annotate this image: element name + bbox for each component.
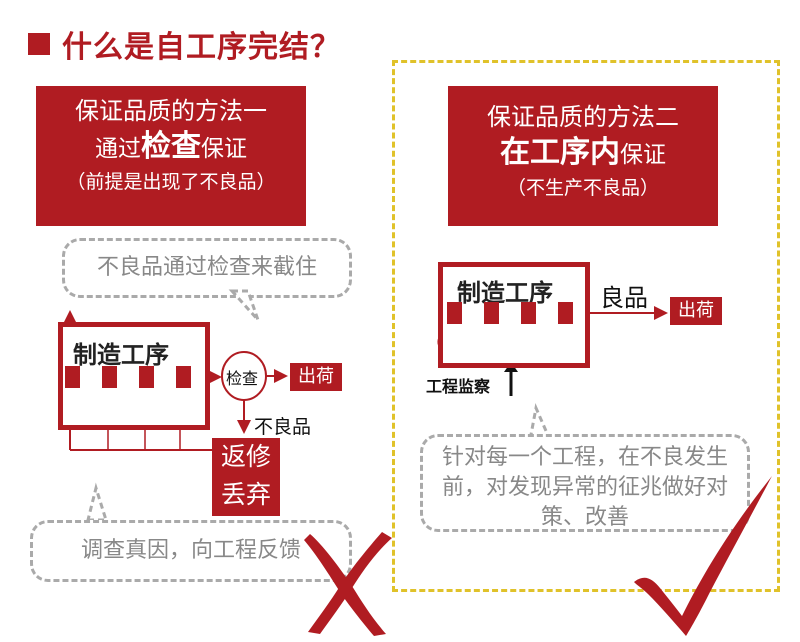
- discard-label: 丢弃: [220, 480, 271, 509]
- right-process-title: 制造工序: [457, 279, 553, 307]
- left-bottom-bubble: 调查真因，向工程反馈: [30, 520, 352, 582]
- right-method-title: 保证品质的方法二: [487, 103, 679, 131]
- good-label: 良品: [600, 284, 648, 312]
- left-method-box: 保证品质的方法一 通过检查保证 （前提是出现了不良品）: [36, 86, 306, 226]
- right-step-4: [558, 302, 573, 324]
- left-process-title: 制造工序: [73, 341, 169, 369]
- right-step-3: [521, 302, 536, 324]
- cross-icon: [304, 532, 392, 636]
- left-method-note: （前提是出现了不良品）: [66, 171, 276, 193]
- left-top-bubble-text: 不良品通过检查来截住: [96, 255, 317, 280]
- left-bottom-bubble-text: 调查真因，向工程反馈: [80, 538, 301, 563]
- right-ship-tag: 出荷: [670, 297, 722, 325]
- left-method-title: 保证品质的方法一: [75, 97, 267, 125]
- right-bubble: 针对每一个工程，在不良发生前，对发现异常的征兆做好对策、改善: [420, 434, 750, 532]
- defect-label: 不良品: [254, 416, 312, 438]
- left-method-subtitle: 通过检查保证: [95, 129, 247, 164]
- page-title: 什么是自工序完结？: [62, 30, 341, 65]
- right-step-2: [484, 302, 499, 324]
- right-step-1: [447, 302, 462, 324]
- left-step-1: [65, 366, 80, 388]
- right-process-box: 制造工序: [438, 262, 590, 368]
- right-bubble-text: 针对每一个工程，在不良发生前，对发现异常的征兆做好对策、改善: [441, 445, 728, 530]
- right-method-note: （不生产不良品）: [506, 177, 659, 199]
- right-highlight-frame: [392, 60, 780, 592]
- left-step-3: [139, 366, 154, 388]
- title-marker: [28, 33, 50, 55]
- right-method-box: 保证品质的方法二 在工序内保证 （不生产不良品）: [448, 86, 718, 226]
- left-step-4: [176, 366, 191, 388]
- rework-label: 返修: [220, 442, 271, 471]
- rework-discard-box: 返修 丢弃: [212, 438, 280, 516]
- left-top-bubble: 不良品通过检查来截住: [62, 238, 352, 298]
- inspection-label: 检查: [226, 369, 259, 388]
- left-ship-tag: 出荷: [290, 363, 342, 391]
- left-step-2: [102, 366, 117, 388]
- right-method-subtitle: 在工序内保证: [500, 135, 666, 170]
- check-icon: [634, 476, 772, 636]
- monitor-label: 工程监察: [426, 377, 491, 396]
